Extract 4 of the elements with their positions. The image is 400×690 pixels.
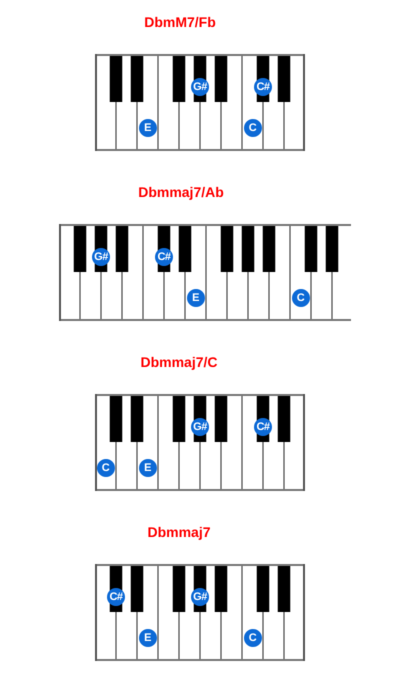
chord-title: Dbmmaj7 bbox=[147, 524, 211, 540]
chord-title: Dbmmaj7/Ab bbox=[138, 184, 224, 200]
chord-title: Dbmmaj7/C bbox=[140, 354, 218, 370]
chord-title: DbmM7/Fb bbox=[144, 14, 216, 30]
